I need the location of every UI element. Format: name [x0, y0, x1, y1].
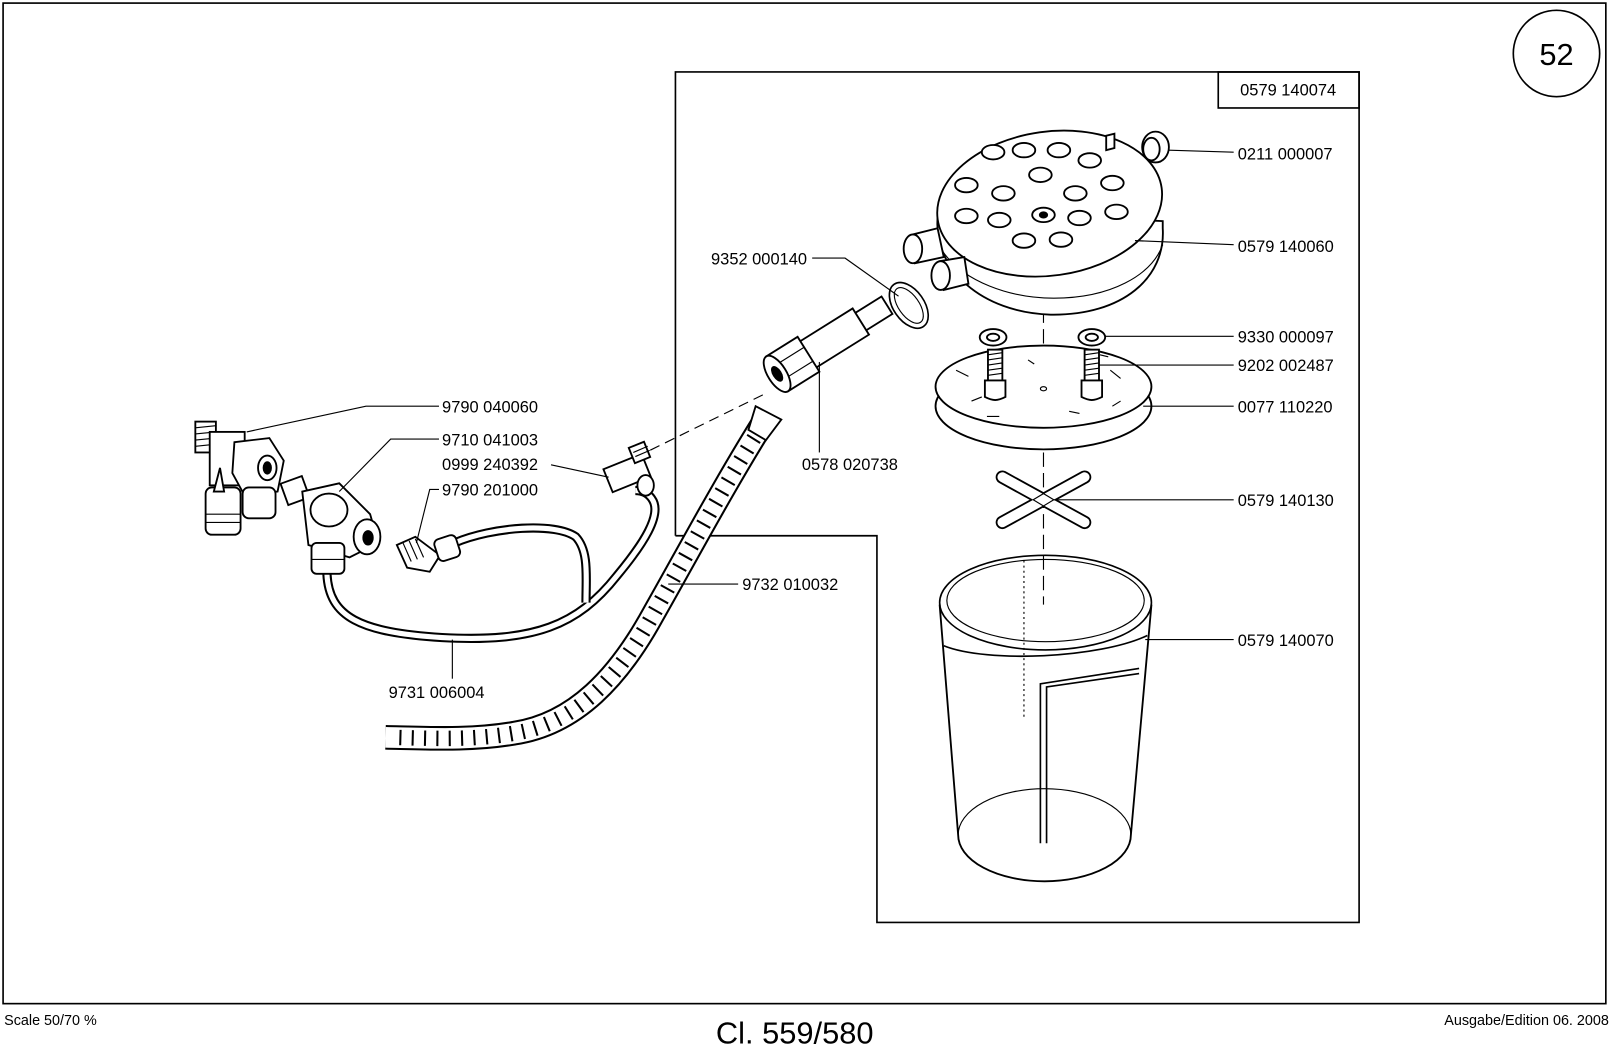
part-label: 9790 040060 [442, 398, 538, 416]
hole [988, 213, 1011, 227]
footer-class: Cl. 559/580 [716, 1016, 874, 1051]
cap-nipple [1142, 132, 1169, 163]
part-label: 0579 140070 [1238, 632, 1334, 650]
assembly-number: 0579 140074 [1240, 82, 1336, 100]
footer-scale: Scale 50/70 % [4, 1013, 97, 1029]
page-number: 52 [1539, 37, 1573, 72]
hole [1078, 153, 1101, 167]
part-label: 0999 240392 [442, 456, 538, 474]
hole [1013, 143, 1036, 157]
leader-9352-000140 [812, 258, 898, 296]
leader-9710-041003 [339, 439, 439, 491]
screw-right-head [1082, 380, 1103, 400]
leader-9790-201000 [416, 489, 439, 542]
part-label: 9330 000097 [1238, 328, 1334, 346]
leader-9790-040060 [247, 406, 439, 432]
hole [1064, 186, 1087, 200]
lid [904, 117, 1172, 315]
part-label: 0211 000007 [1238, 145, 1333, 163]
part-label: 0579 140060 [1238, 238, 1334, 256]
elbow-fitting-body [397, 537, 440, 572]
hole [955, 178, 978, 192]
footer-edition: Ausgabe/Edition 06. 2008 [1444, 1013, 1609, 1029]
part-label: 9352 000140 [711, 250, 807, 268]
side-port-lower [931, 257, 968, 290]
hole [1050, 232, 1073, 246]
leader-0211-000007 [1169, 150, 1234, 152]
side-port-lower-end [931, 261, 950, 290]
seal-ring [881, 276, 936, 336]
part-label: 9710 041003 [442, 431, 538, 449]
washer-left [980, 329, 1007, 345]
hole [992, 186, 1015, 200]
pneumatic-tube [327, 491, 655, 639]
elbow-fitting [397, 534, 462, 572]
tube-main-outline [327, 491, 655, 639]
lid-top-nipple [1106, 134, 1114, 150]
assembly-number-box: 0579 140074 [1218, 72, 1359, 108]
part-labels: 0211 000007 0579 140060 9352 000140 9330… [389, 145, 1334, 702]
tee-fitting-stub [312, 543, 345, 574]
seal-ring-outer [881, 276, 936, 336]
tee-fitting [281, 476, 381, 574]
footer: Scale 50/70 % Cl. 559/580 Ausgabe/Editio… [4, 1013, 1609, 1051]
hole [1029, 168, 1052, 182]
part-label: 9731 006004 [389, 684, 485, 702]
tube-branch-outline [454, 528, 586, 603]
straight-fitting-pushin-right [243, 487, 276, 518]
straight-fitting-pushin-left [206, 487, 241, 534]
hose-connector [758, 288, 897, 396]
cup-body [940, 605, 1152, 882]
filter-disc [936, 346, 1152, 450]
hole [982, 145, 1005, 159]
seal-ring-inner [889, 283, 929, 328]
tee-fitting-end-bore [363, 531, 373, 545]
tube-main-fill [327, 491, 655, 639]
part-label: 0077 110220 [1238, 398, 1333, 416]
hole [1068, 211, 1091, 225]
part-label: 9202 002487 [1238, 357, 1334, 375]
side-port-upper [904, 228, 944, 263]
part-label: 0579 140130 [1238, 492, 1334, 510]
part-label: 9732 010032 [742, 576, 838, 594]
washer-right [1078, 329, 1105, 345]
part-label: 9790 201000 [442, 482, 538, 500]
straight-fitting-bore-inner [263, 462, 271, 474]
page-number-badge: 52 [1513, 10, 1599, 96]
washer-left-hole [987, 334, 999, 341]
hole [955, 209, 978, 223]
lid-pin [1039, 212, 1047, 218]
collection-cup [940, 555, 1152, 881]
angle-fitting [603, 442, 653, 496]
cap-nipple-inner [1143, 138, 1159, 161]
hole [1105, 205, 1128, 219]
part-label: 0578 020738 [802, 456, 898, 474]
hole [1048, 143, 1071, 157]
screw-left [985, 350, 1006, 400]
washer-right-hole [1086, 334, 1098, 341]
hole [1013, 233, 1036, 247]
screw-left-head [985, 380, 1006, 400]
tee-fitting-dome [310, 494, 347, 527]
straight-fitting [195, 422, 283, 535]
angle-fitting-port [637, 475, 653, 496]
hole [1101, 176, 1124, 190]
leader-0999-240392 [551, 465, 609, 477]
screw-right [1082, 350, 1103, 400]
side-port-upper-end [904, 234, 923, 263]
